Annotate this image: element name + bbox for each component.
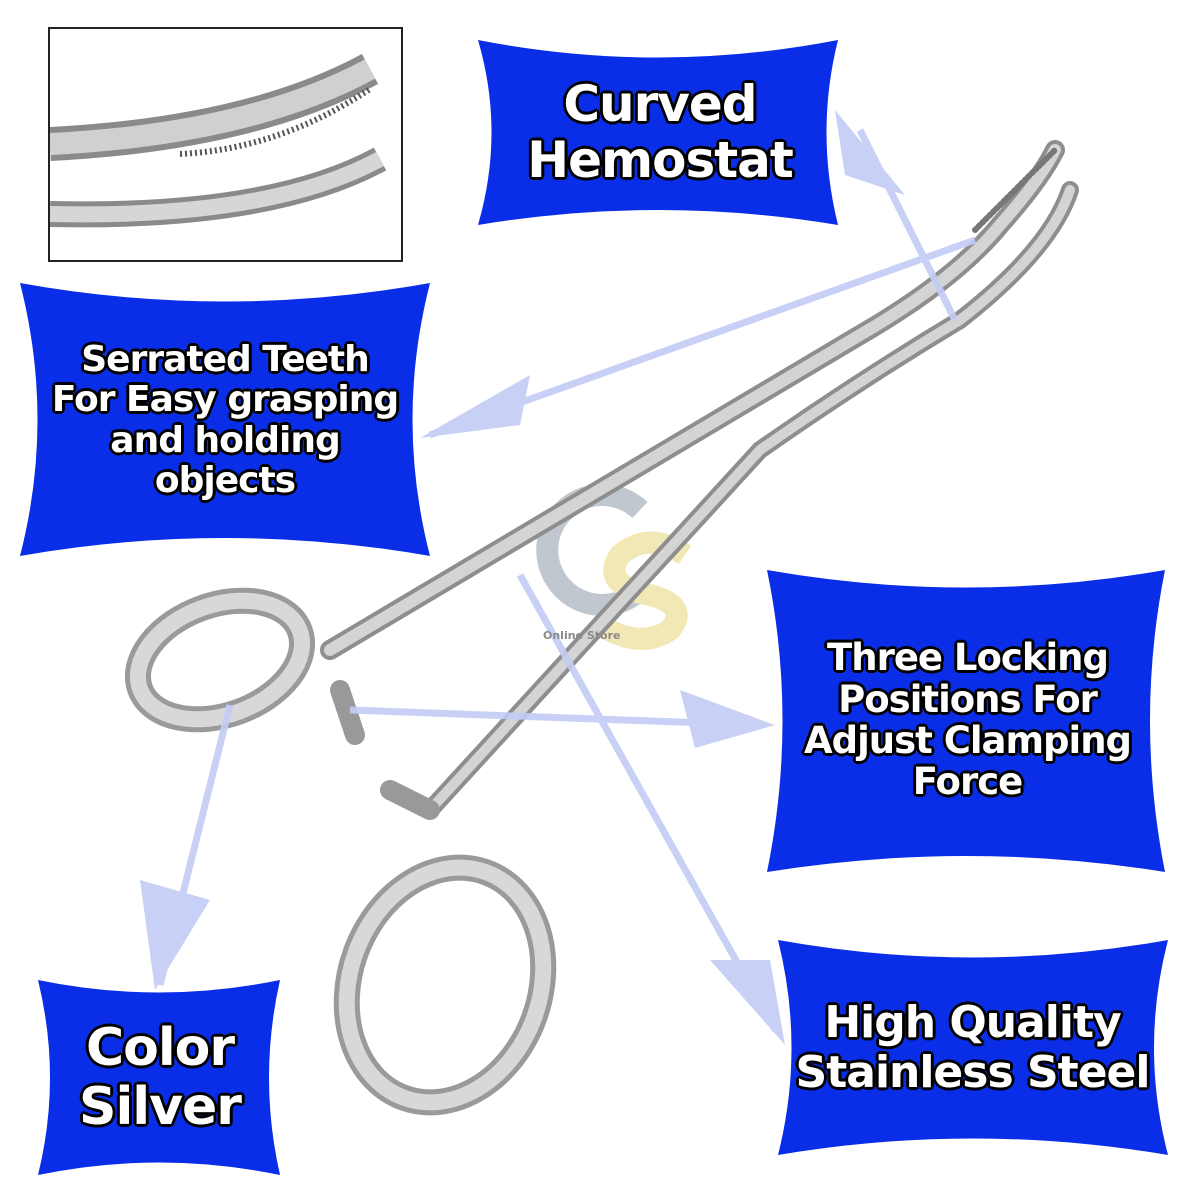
panel-color bbox=[38, 980, 280, 1175]
label-line: High Quality bbox=[824, 997, 1121, 1049]
logo-text: Online Store bbox=[543, 629, 621, 642]
hemostat-illustration bbox=[124, 140, 1079, 1116]
panel-quality bbox=[778, 940, 1168, 1155]
panel-curved-hemostat bbox=[478, 40, 838, 225]
label-line: Hemostat bbox=[527, 131, 794, 189]
label-line: Color bbox=[85, 1018, 235, 1079]
label-line: Adjust Clamping bbox=[803, 719, 1132, 762]
label-line: Serrated Teeth bbox=[81, 338, 370, 380]
callout-arrows bbox=[140, 110, 977, 1045]
label-line: For Easy grasping bbox=[51, 379, 399, 421]
label-line: Silver bbox=[79, 1076, 242, 1137]
panel-locking bbox=[767, 570, 1165, 872]
label-line: and holding bbox=[110, 419, 340, 461]
serrated-jaw-closeup bbox=[50, 54, 387, 228]
jaw-closeup-inset bbox=[48, 27, 403, 262]
label-line: Positions For bbox=[838, 677, 1098, 721]
label-line: Stainless Steel bbox=[795, 1046, 1151, 1098]
label-line: objects bbox=[154, 459, 296, 501]
label-line: Force bbox=[912, 760, 1023, 804]
label-line: Three Locking bbox=[827, 636, 1109, 680]
label-line: Curved bbox=[563, 75, 757, 133]
panel-serrated-teeth bbox=[20, 283, 430, 556]
